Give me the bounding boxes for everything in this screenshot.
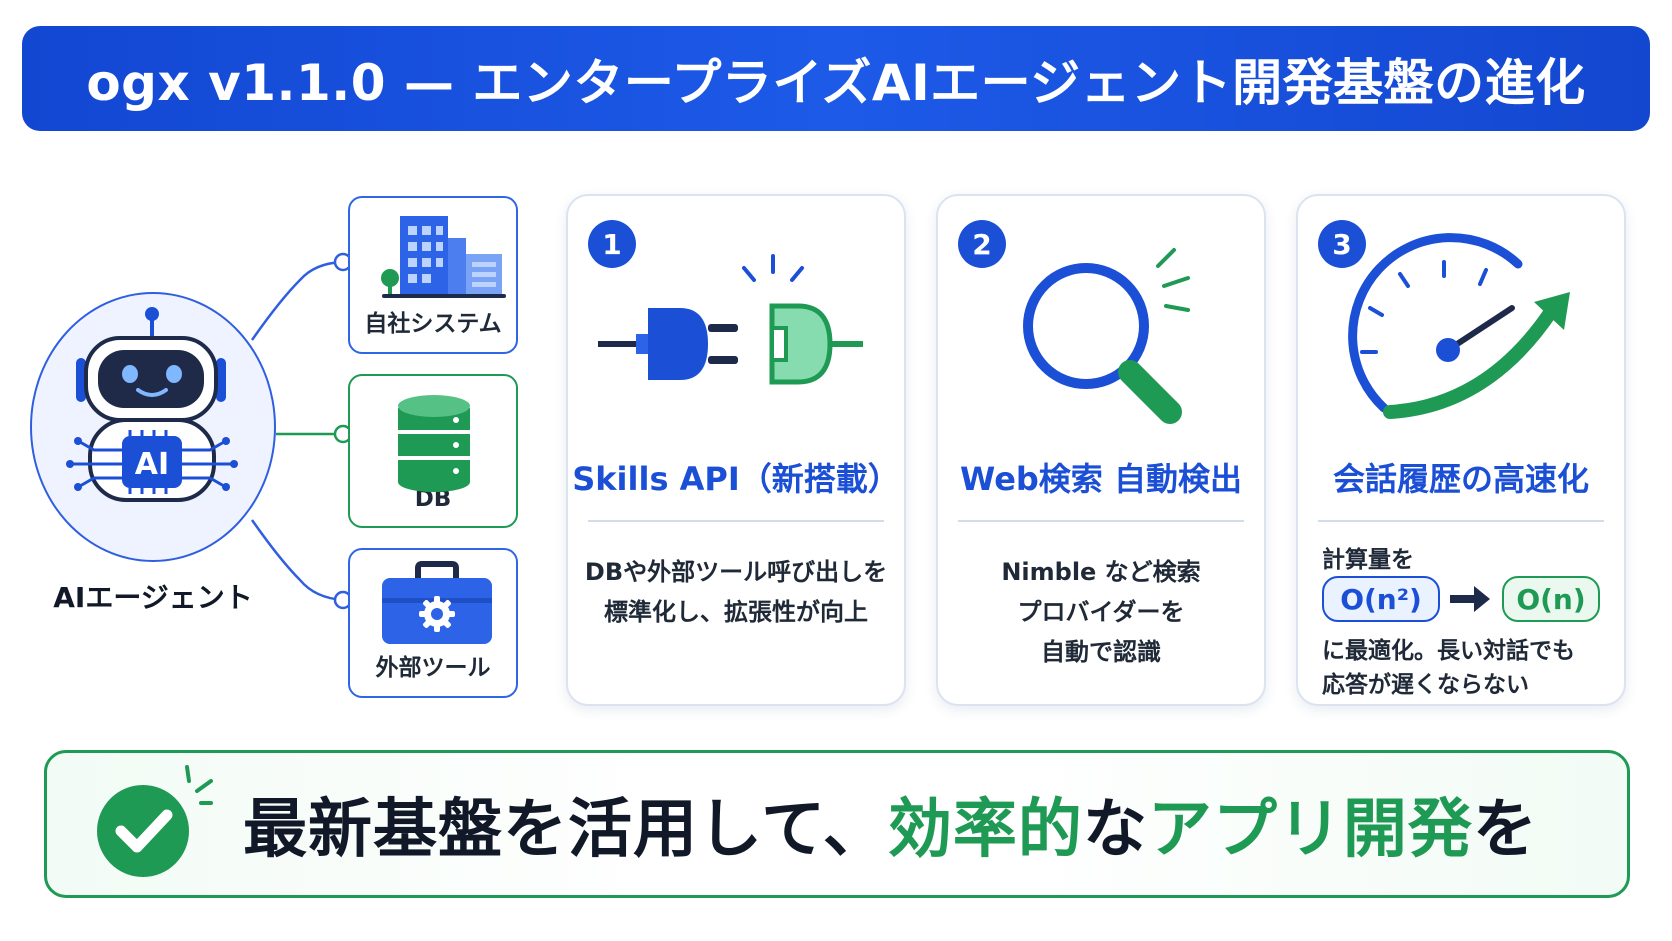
magnifier-icon bbox=[1023, 248, 1190, 424]
plug-icon bbox=[598, 254, 863, 385]
feature-desc-line: プロバイダーを bbox=[1017, 598, 1185, 626]
target-external-tools: 外部ツール bbox=[348, 548, 518, 698]
feature-desc-line: 応答が遅くならない bbox=[1322, 672, 1529, 698]
toolbox-icon bbox=[382, 561, 492, 644]
footer-banner: 最新基盤を活用して、効率的なアプリ開発を bbox=[44, 750, 1630, 898]
speedometer-icon bbox=[1348, 233, 1570, 419]
target-label-external-tools: 外部ツール bbox=[375, 655, 491, 681]
feature-desc-line: 自動で認識 bbox=[1041, 638, 1161, 666]
feature-number-2: 2 bbox=[958, 220, 1006, 268]
feature-number-3: 3 bbox=[1318, 220, 1366, 268]
connector-to-external-tools bbox=[250, 519, 344, 602]
feature-desc-skills-api: DBや外部ツール呼び出しを 標準化し、拡張性が向上 bbox=[568, 552, 904, 632]
target-db: DB bbox=[348, 374, 518, 528]
feature-card-skills-api: 1 Skills API（新搭載） DBや外部ツール呼び出しを 標準化し、拡張性… bbox=[566, 194, 906, 706]
target-label-internal-system: 自社システム bbox=[364, 311, 502, 337]
footer-segment: な bbox=[1082, 793, 1148, 867]
footer-message: 最新基盤を活用して、効率的なアプリ開発を bbox=[243, 753, 1538, 895]
building-icon bbox=[381, 216, 506, 298]
check-circle-icon bbox=[97, 765, 213, 877]
feature-desc-line: Nimble など検索 bbox=[1001, 558, 1201, 586]
feature-title-web-search: Web検索 自動検出 bbox=[960, 460, 1242, 498]
connector-to-internal-system bbox=[250, 260, 344, 341]
footer-segment-highlight: 効率的 bbox=[887, 793, 1083, 867]
feature-desc-line: 標準化し、拡張性が向上 bbox=[604, 598, 868, 626]
feature-title-skills-api: Skills API（新搭載） bbox=[572, 460, 900, 498]
feature-desc-top: 計算量を bbox=[1322, 547, 1414, 573]
complexity-after: O(n) bbox=[1502, 576, 1600, 622]
complexity-before: O(n²) bbox=[1322, 576, 1440, 622]
target-internal-system: 自社システム bbox=[348, 196, 518, 354]
robot-icon: AI bbox=[66, 307, 238, 502]
footer-segment-highlight: アプリ開発 bbox=[1147, 793, 1473, 867]
feature-title-history-speedup: 会話履歴の高速化 bbox=[1332, 460, 1589, 498]
title-banner: ogx v1.1.0 — エンタープライズAIエージェント開発基盤の進化 bbox=[22, 26, 1650, 131]
feature-desc-line: DBや外部ツール呼び出しを bbox=[584, 558, 888, 586]
feature-desc-web-search: Nimble など検索 プロバイダーを 自動で認識 bbox=[938, 552, 1264, 672]
feature-desc-bottom: に最適化。長い対話でも 応答が遅くならない bbox=[1322, 634, 1575, 702]
feature-divider-3 bbox=[1318, 520, 1604, 522]
page-title: ogx v1.1.0 — エンタープライズAIエージェント開発基盤の進化 bbox=[86, 53, 1586, 112]
ai-agent-label: AIエージェント bbox=[53, 581, 253, 614]
feature-divider-1 bbox=[588, 520, 884, 522]
feature-divider-2 bbox=[958, 520, 1244, 522]
footer-segment: 最新基盤を活用して、 bbox=[243, 793, 888, 867]
feature-card-history-speedup: 3 会話履歴の高速化 計算量を O(n²) O(n) に最適化。長い対話でも 応… bbox=[1296, 194, 1626, 706]
database-icon bbox=[398, 395, 470, 492]
footer-segment: を bbox=[1472, 793, 1538, 867]
arrow-right-icon bbox=[1450, 586, 1490, 612]
ai-agent-circle: AI bbox=[30, 292, 276, 562]
ai-chip-text: AI bbox=[135, 447, 169, 482]
feature-number-1: 1 bbox=[588, 220, 636, 268]
feature-desc-line: に最適化。長い対話でも bbox=[1322, 638, 1575, 664]
feature-card-web-search: 2 Web検索 自動検出 Nimble など検索 プロバイダーを 自動で認識 bbox=[936, 194, 1266, 706]
